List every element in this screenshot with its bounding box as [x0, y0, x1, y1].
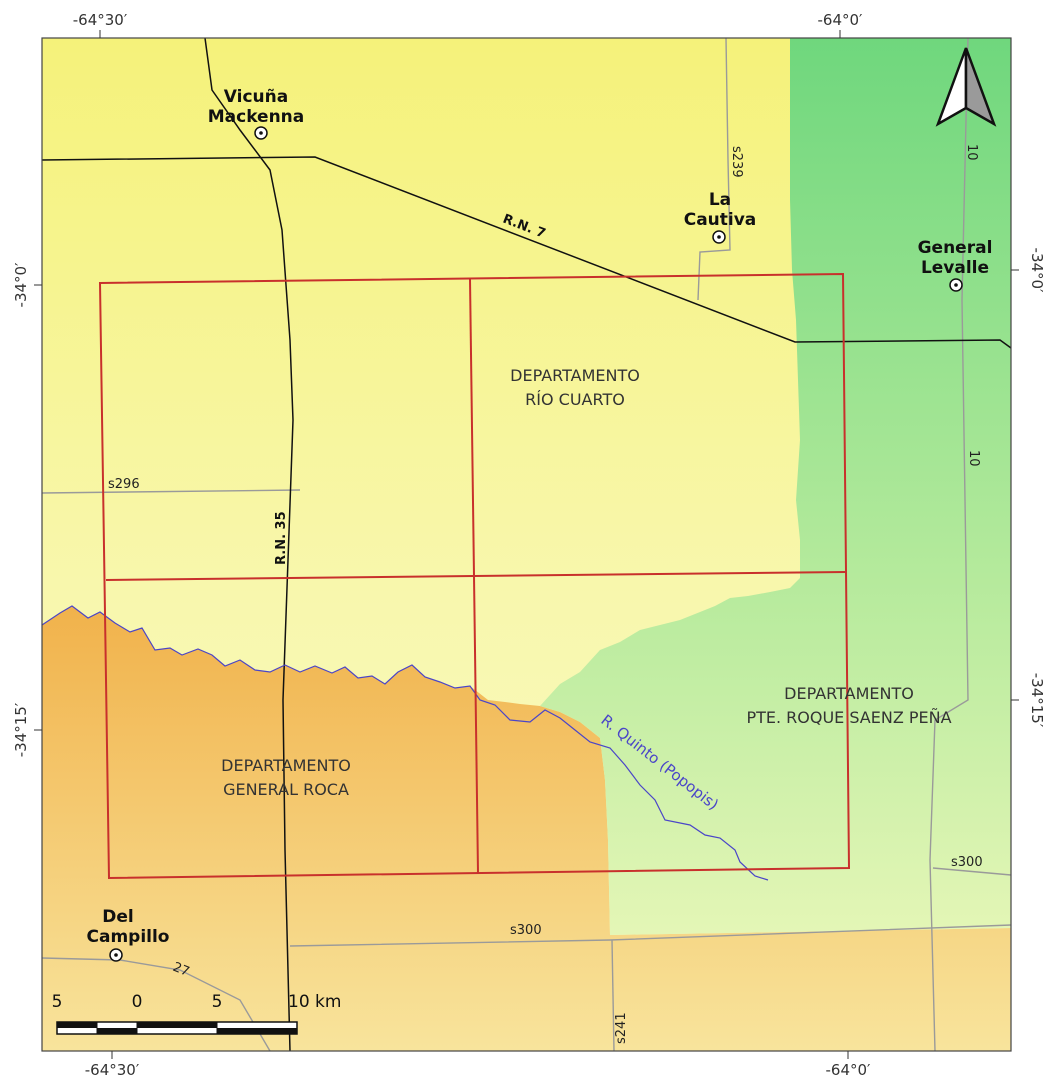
dept-label-rio-cuarto-line2: RÍO CUARTO [525, 390, 625, 409]
town-marker-general-levalle [949, 278, 963, 292]
road-label-s239: s239 [729, 146, 744, 178]
road-label-s300-center: s300 [510, 923, 542, 938]
dept-label-general-roca-line1: DEPARTAMENTO [221, 756, 351, 775]
region-general-roca [42, 606, 1011, 1051]
coord-top-right: -64°0′ [818, 11, 864, 29]
study-area-grid [98, 272, 851, 880]
coord-right-upper: -34°0′ [1028, 248, 1046, 294]
town-marker-del-campillo [109, 948, 123, 962]
town-label-vicuna-line2: Mackenna [208, 107, 305, 127]
dept-label-general-roca-line2: GENERAL ROCA [223, 780, 349, 799]
road-label-s300-right: s300 [951, 855, 983, 870]
coord-right-lower: -34°15′ [1028, 673, 1046, 728]
road-label-rn35: R.N. 35 [274, 511, 289, 565]
scale-bar [56, 1021, 298, 1035]
dept-label-saenz-pena-line1: DEPARTAMENTO [784, 684, 914, 703]
road-label-r10-upper: 10 [964, 144, 979, 161]
scale-label-5-left: 5 [52, 992, 63, 1012]
town-label-cautiva-line1: La [709, 190, 731, 210]
town-marker-vicuna-mackenna [254, 126, 268, 140]
town-label-campillo-line1: Del [102, 907, 133, 927]
scale-label-0: 0 [132, 992, 143, 1012]
map-frame [41, 37, 1012, 1052]
coord-top-left: -64°30′ [73, 11, 128, 29]
town-label-levalle-line1: General [918, 238, 993, 258]
river-quinto [41, 605, 769, 881]
secondary-roads [41, 37, 1012, 1052]
scale-label-10km: 10 km [288, 992, 341, 1012]
coord-bottom-left: -64°30′ [85, 1061, 140, 1079]
graticule-ticks [34, 30, 1019, 1059]
coord-bottom-right: -64°0′ [826, 1061, 872, 1079]
town-marker-la-cautiva [712, 230, 726, 244]
road-label-r10-lower: 10 [966, 450, 981, 467]
road-label-s296: s296 [108, 477, 140, 492]
dept-label-rio-cuarto-line1: DEPARTAMENTO [510, 366, 640, 385]
dept-label-saenz-pena-line2: PTE. ROQUE SAENZ PEÑA [746, 708, 951, 727]
region-saenz-pena [540, 38, 1011, 935]
road-label-r27: 27 [171, 960, 192, 980]
town-label-vicuna-line1: Vicuña [224, 87, 288, 107]
national-routes [41, 37, 1012, 1052]
scale-label-5-right: 5 [212, 992, 223, 1012]
coord-left-lower: -34°15′ [12, 702, 30, 757]
road-label-s241: s241 [614, 1012, 629, 1044]
coord-left-upper: -34°0′ [12, 262, 30, 308]
north-arrow-icon [935, 47, 997, 127]
town-label-levalle-line2: Levalle [921, 258, 989, 278]
town-label-cautiva-line2: Cautiva [684, 210, 757, 230]
town-label-campillo-line2: Campillo [87, 927, 170, 947]
